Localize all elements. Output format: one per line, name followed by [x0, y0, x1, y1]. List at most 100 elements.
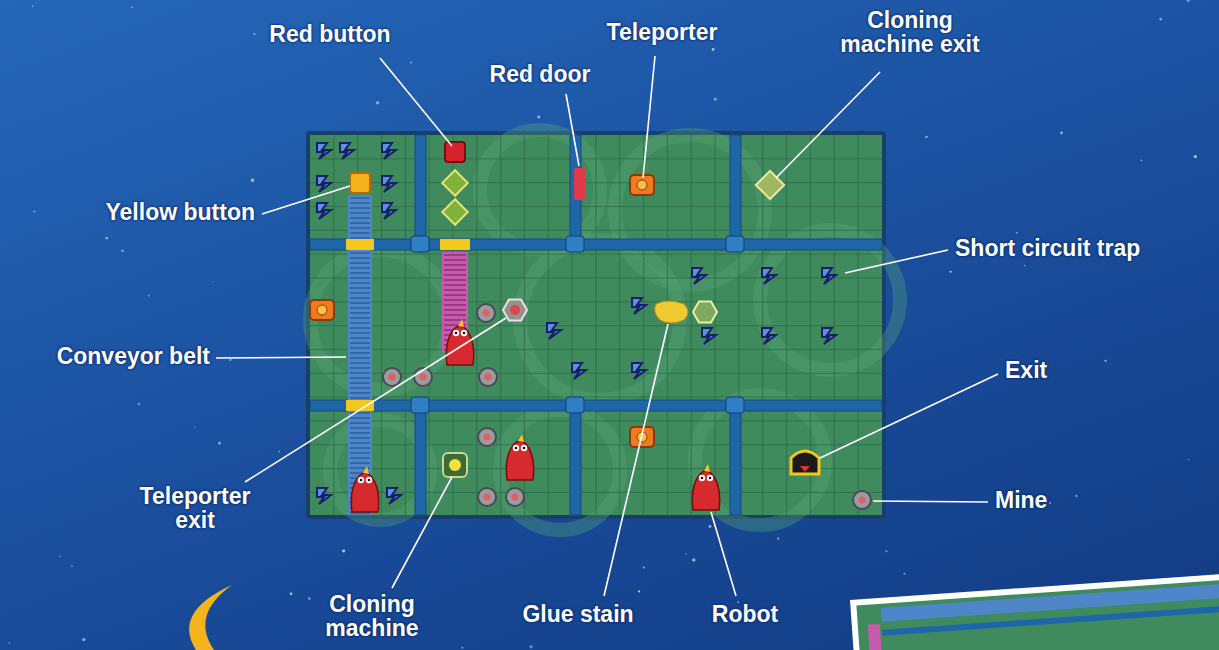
mine-core [389, 374, 396, 381]
conveyor-stripe [350, 462, 370, 464]
star [1141, 160, 1142, 161]
trap-bolt [387, 488, 401, 504]
game-board [306, 130, 900, 530]
robot [506, 434, 533, 480]
short-circuit-trap [822, 268, 836, 284]
robot-crest [363, 466, 369, 474]
trap-bolt [822, 328, 836, 344]
grid-line [310, 325, 882, 326]
star [714, 98, 717, 101]
star [1105, 360, 1107, 362]
trap-bolt [317, 143, 331, 159]
grid-line [786, 135, 787, 515]
board-surface [310, 135, 882, 515]
trap-bolt [317, 203, 331, 219]
conveyor-stripe [350, 217, 370, 219]
grid-line [595, 135, 596, 515]
star [148, 295, 150, 297]
star [1188, 459, 1189, 460]
trap-bolt [340, 143, 354, 159]
star [685, 553, 686, 554]
callout-label: Teleporter [582, 20, 742, 44]
conveyor-stripe [350, 197, 370, 199]
grid-line [476, 135, 477, 515]
leader-line [262, 186, 350, 214]
star [709, 525, 712, 528]
leader-line [392, 477, 452, 588]
callout-label: Glue stain [503, 602, 653, 626]
robot-pupil [709, 477, 712, 480]
short-circuit-trap [547, 323, 561, 339]
star [1024, 265, 1025, 266]
short-circuit-trap [572, 363, 586, 379]
channel-joint [411, 397, 429, 413]
water-channel [415, 411, 426, 515]
red-door [574, 168, 586, 200]
leader-line [216, 357, 346, 358]
star [254, 33, 256, 35]
water-channel [415, 135, 426, 239]
star [218, 441, 221, 444]
conveyor-stripe [350, 232, 370, 234]
trap-bolt [572, 363, 586, 379]
leader-line [776, 72, 880, 178]
trap-bolt [762, 268, 776, 284]
star [194, 426, 196, 428]
leader-line [566, 94, 579, 166]
star-field [8, 0, 1197, 649]
board-frame [306, 131, 886, 519]
card-channel [882, 603, 1219, 635]
robot-eye [461, 330, 467, 336]
conveyor-stripe [350, 287, 370, 289]
water-channel [310, 239, 882, 250]
water-channel [310, 400, 882, 411]
conveyor-stripe [350, 362, 370, 364]
short-circuit-trap [382, 203, 396, 219]
trap-bolt [317, 176, 331, 192]
conveyor-stripe [350, 317, 370, 319]
conveyor-stripe [350, 357, 370, 359]
robot-crest [518, 434, 524, 442]
water-channel [730, 411, 741, 515]
conveyor-stripe [350, 292, 370, 294]
short-circuit-trap [317, 203, 331, 219]
conveyor-stripe [444, 274, 466, 276]
trap-bolt [317, 488, 331, 504]
robot-eye [513, 445, 519, 451]
star [777, 537, 779, 539]
conveyor-stripe [350, 427, 370, 429]
conveyor-stripe [350, 332, 370, 334]
conveyor-stripe [350, 382, 370, 384]
conveyor-stripe [350, 347, 370, 349]
star [33, 210, 35, 212]
green-diamond [442, 199, 467, 224]
conveyor-stripe [444, 279, 466, 281]
star [885, 550, 887, 552]
star [1186, 0, 1189, 2]
conveyor-stripe [350, 447, 370, 449]
conveyor-stripe [444, 294, 466, 296]
grid-line [310, 420, 882, 421]
leader-line [711, 512, 736, 596]
conveyor-stripe [350, 252, 370, 254]
mine [506, 488, 524, 506]
conveyor-stripe [350, 392, 370, 394]
star [692, 558, 695, 561]
trap-bolt [702, 328, 716, 344]
short-circuit-trap [762, 268, 776, 284]
leader-line [820, 374, 998, 458]
conveyor-stripe [444, 319, 466, 321]
conveyor-stripe [350, 367, 370, 369]
board-card [850, 571, 1219, 650]
conveyor-stripe [350, 272, 370, 274]
star [308, 597, 310, 599]
trap-bolt [632, 298, 646, 314]
teleporter-exit-core [510, 305, 520, 315]
short-circuit-trap [340, 143, 354, 159]
conveyor-stripe [350, 327, 370, 329]
star [138, 403, 141, 406]
robot-crest [458, 319, 464, 327]
conveyor-stripe [444, 269, 466, 271]
mine-core [484, 434, 491, 441]
card-pink [868, 624, 883, 650]
